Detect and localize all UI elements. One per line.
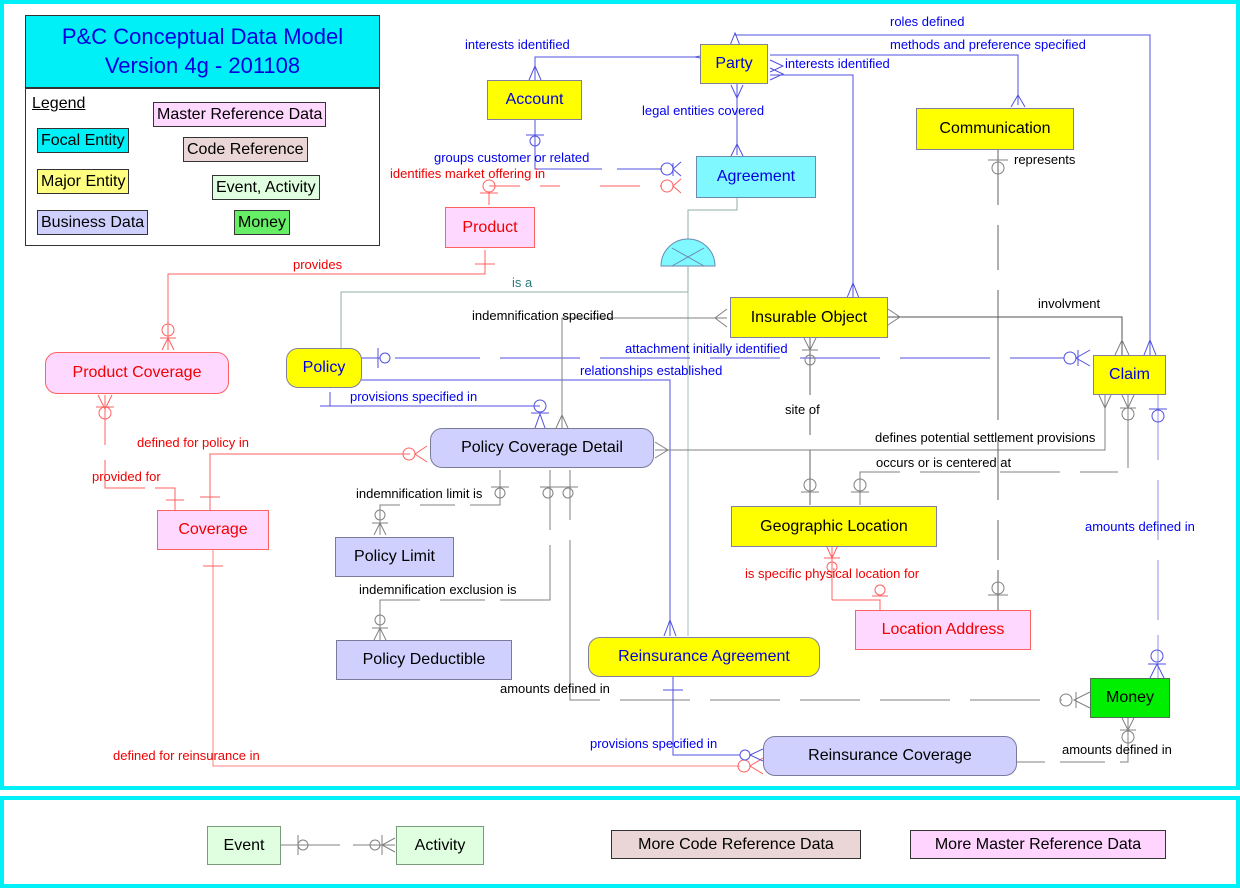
rel-indemnification-limit: indemnification limit is bbox=[356, 486, 483, 501]
crowfoot-party-bottom bbox=[730, 84, 744, 100]
rel-is-a: is a bbox=[512, 275, 533, 290]
entity-product-coverage[interactable]: Product Coverage bbox=[45, 352, 229, 394]
entity-account[interactable]: Account bbox=[487, 80, 582, 120]
rel-specific-physical-location: is specific physical location for bbox=[745, 566, 920, 581]
line-party-communication bbox=[770, 54, 1019, 105]
rel-provided-for: provided for bbox=[92, 469, 161, 484]
entity-money[interactable]: Money bbox=[1090, 678, 1170, 718]
crowfoot-claim-top bbox=[1143, 338, 1157, 356]
rel-legal-entities-covered: legal entities covered bbox=[642, 103, 765, 118]
rel-identifies-market: identifies market offering in bbox=[390, 166, 546, 181]
entity-location-address[interactable]: Location Address bbox=[855, 610, 1031, 650]
rel-amounts-defined-claim: amounts defined in bbox=[1085, 519, 1195, 534]
entity-policy[interactable]: Policy bbox=[286, 348, 362, 388]
entity-reinsurance-coverage[interactable]: Reinsurance Coverage bbox=[763, 736, 1017, 776]
legend-money: Money bbox=[234, 210, 291, 235]
rel-amounts-defined-money: amounts defined in bbox=[1062, 742, 1172, 757]
rel-interests-identified-party: interests identified bbox=[785, 56, 890, 71]
crowfoot-account bbox=[528, 64, 542, 81]
rel-defines-settlement: defines potential settlement provisions bbox=[875, 430, 1096, 445]
line-insurable-claim bbox=[888, 316, 1123, 355]
entity-coverage[interactable]: Coverage bbox=[157, 510, 269, 550]
legend-focal-entity: Focal Entity bbox=[37, 128, 129, 153]
entity-policy-deductible[interactable]: Policy Deductible bbox=[336, 640, 512, 680]
legend-heading: Legend bbox=[32, 95, 86, 112]
rel-defined-for-reinsurance: defined for reinsurance in bbox=[113, 748, 260, 763]
entity-product[interactable]: Product bbox=[445, 207, 535, 248]
line-reinsagr-reinscov bbox=[672, 676, 740, 756]
rel-indemnification-exclusion: indemnification exclusion is bbox=[359, 582, 517, 597]
line-party-insurable bbox=[770, 74, 854, 298]
line-policy-reinsurance bbox=[330, 379, 671, 636]
rel-defined-for-policy: defined for policy in bbox=[137, 435, 250, 450]
line-claim-geo bbox=[859, 395, 1129, 505]
rel-provides: provides bbox=[293, 257, 343, 272]
line-agreement-subtype bbox=[687, 197, 738, 240]
entity-reinsurance-agreement[interactable]: Reinsurance Agreement bbox=[588, 637, 820, 677]
entity-insurable-object[interactable]: Insurable Object bbox=[730, 297, 888, 338]
line-party-claim-roles bbox=[735, 34, 1151, 355]
rel-groups-customer: groups customer or related bbox=[434, 150, 590, 165]
line-pcd-limit bbox=[379, 470, 501, 535]
rel-site-of: site of bbox=[785, 402, 820, 417]
entity-communication[interactable]: Communication bbox=[916, 108, 1074, 150]
rel-provisions-specified-reins: provisions specified in bbox=[590, 736, 718, 751]
legend-event-activity: Event, Activity bbox=[212, 175, 320, 200]
rel-indemnification-specified: indemnification specified bbox=[472, 308, 614, 323]
rel-interests-identified-account: interests identified bbox=[465, 37, 570, 52]
legend-major-entity: Major Entity bbox=[37, 169, 130, 194]
title-line-1: P&C Conceptual Data Model bbox=[61, 24, 344, 49]
main-diagram-frame bbox=[0, 0, 1240, 790]
rel-relationships-established: relationships established bbox=[580, 363, 723, 378]
rel-methods-preference: methods and preference specified bbox=[890, 37, 1086, 52]
footer-event[interactable]: Event bbox=[207, 826, 281, 865]
line-pcd-deductible bbox=[379, 470, 551, 640]
entity-policy-coverage-detail[interactable]: Policy Coverage Detail bbox=[430, 428, 654, 468]
rel-provisions-specified-policy: provisions specified in bbox=[350, 389, 478, 404]
line-coverage-reinscoverage bbox=[212, 550, 740, 767]
crowfoot-insurable-top bbox=[846, 281, 860, 299]
subtype-symbol bbox=[660, 238, 716, 267]
entity-policy-limit[interactable]: Policy Limit bbox=[335, 537, 454, 577]
crowfoot-agreement-top bbox=[730, 142, 744, 157]
entity-party[interactable]: Party bbox=[700, 44, 768, 84]
line-productcoverage-coverage bbox=[104, 395, 176, 510]
footer-more-code-reference[interactable]: More Code Reference Data bbox=[611, 830, 861, 859]
legend-business-data: Business Data bbox=[37, 210, 149, 235]
line-pcd-claim bbox=[655, 395, 1106, 451]
legend-code-reference: Code Reference bbox=[183, 137, 308, 162]
crowfoot-party-right bbox=[769, 59, 785, 81]
line-product-productcoverage bbox=[167, 250, 486, 350]
rel-involvment: involvment bbox=[1038, 296, 1101, 311]
entity-geographic-location[interactable]: Geographic Location bbox=[731, 506, 937, 547]
rel-occurs-centered: occurs or is centered at bbox=[876, 455, 1012, 470]
rel-represents: represents bbox=[1014, 152, 1076, 167]
rel-attachment-initially: attachment initially identified bbox=[625, 341, 788, 356]
line-party-account bbox=[534, 56, 695, 80]
bottom-legend-frame bbox=[0, 796, 1240, 888]
diagram-title: P&C Conceptual Data Model Version 4g - 2… bbox=[25, 15, 380, 88]
rel-roles-defined: roles defined bbox=[890, 14, 965, 29]
legend-master-reference-data: Master Reference Data bbox=[153, 102, 327, 127]
line-pcd-money bbox=[569, 470, 1062, 701]
line-insurable-pcd bbox=[561, 317, 727, 428]
line-subtype-policy bbox=[340, 266, 689, 350]
footer-activity[interactable]: Activity bbox=[396, 826, 484, 865]
entity-claim[interactable]: Claim bbox=[1093, 355, 1166, 395]
crowfoot-party-top bbox=[728, 31, 742, 49]
title-line-2: Version 4g - 201108 bbox=[104, 53, 301, 78]
footer-more-master-reference[interactable]: More Master Reference Data bbox=[910, 830, 1166, 859]
line-coverage-pcd bbox=[209, 453, 410, 510]
crowfoot-communication bbox=[1010, 94, 1026, 108]
rel-amounts-defined-left: amounts defined in bbox=[500, 681, 610, 696]
entity-agreement[interactable]: Agreement bbox=[696, 156, 816, 198]
